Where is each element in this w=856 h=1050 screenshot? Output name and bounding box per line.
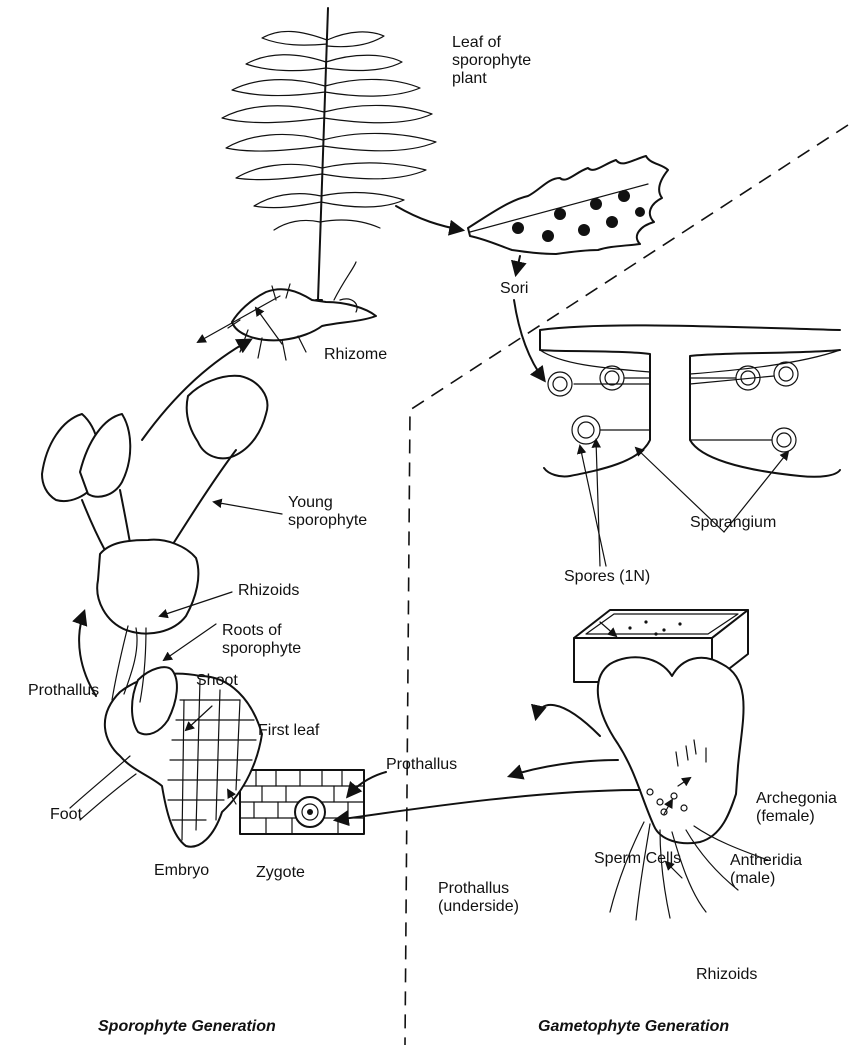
- label-sori: Sori: [500, 280, 528, 298]
- zygote-tissue-drawing: [240, 770, 364, 834]
- label-zygote: Zygote: [256, 864, 305, 882]
- label-foot: Foot: [50, 806, 82, 824]
- label-first-leaf: First leaf: [258, 722, 319, 740]
- label-rhizome: Rhizome: [324, 346, 387, 364]
- label-leaf-of-sporophyte: Leaf of sporophyte plant: [452, 34, 531, 88]
- label-roots-of-sporophyte: Roots of sporophyte: [222, 622, 301, 658]
- label-spores: Spores (1N): [564, 568, 650, 586]
- label-prothallus-underside: Prothallus (underside): [438, 880, 519, 916]
- label-antheridia: Antheridia (male): [730, 852, 802, 888]
- gametophyte-generation-title: Gametophyte Generation: [538, 1018, 729, 1036]
- label-young-sporophyte: Young sporophyte: [288, 494, 367, 530]
- label-sporangium: Sporangium: [690, 514, 776, 532]
- pinna-with-sori-drawing: [468, 156, 668, 254]
- label-shoot: Shoot: [196, 672, 238, 690]
- sporophyte-generation-title: Sporophyte Generation: [98, 1018, 276, 1036]
- label-sperm-cells: Sperm Cells: [594, 850, 681, 868]
- label-archegonia: Archegonia (female): [756, 790, 837, 826]
- label-embryo: Embryo: [154, 862, 209, 880]
- label-prothallus-left: Prothallus: [28, 682, 99, 700]
- sporophyte-frond-drawing: [222, 8, 436, 360]
- label-rhizoids-bottom: Rhizoids: [696, 966, 757, 984]
- sorus-cross-section-drawing: [540, 325, 840, 476]
- label-prothallus-middle: Prothallus: [386, 756, 457, 774]
- label-rhizoids-top: Rhizoids: [238, 582, 299, 600]
